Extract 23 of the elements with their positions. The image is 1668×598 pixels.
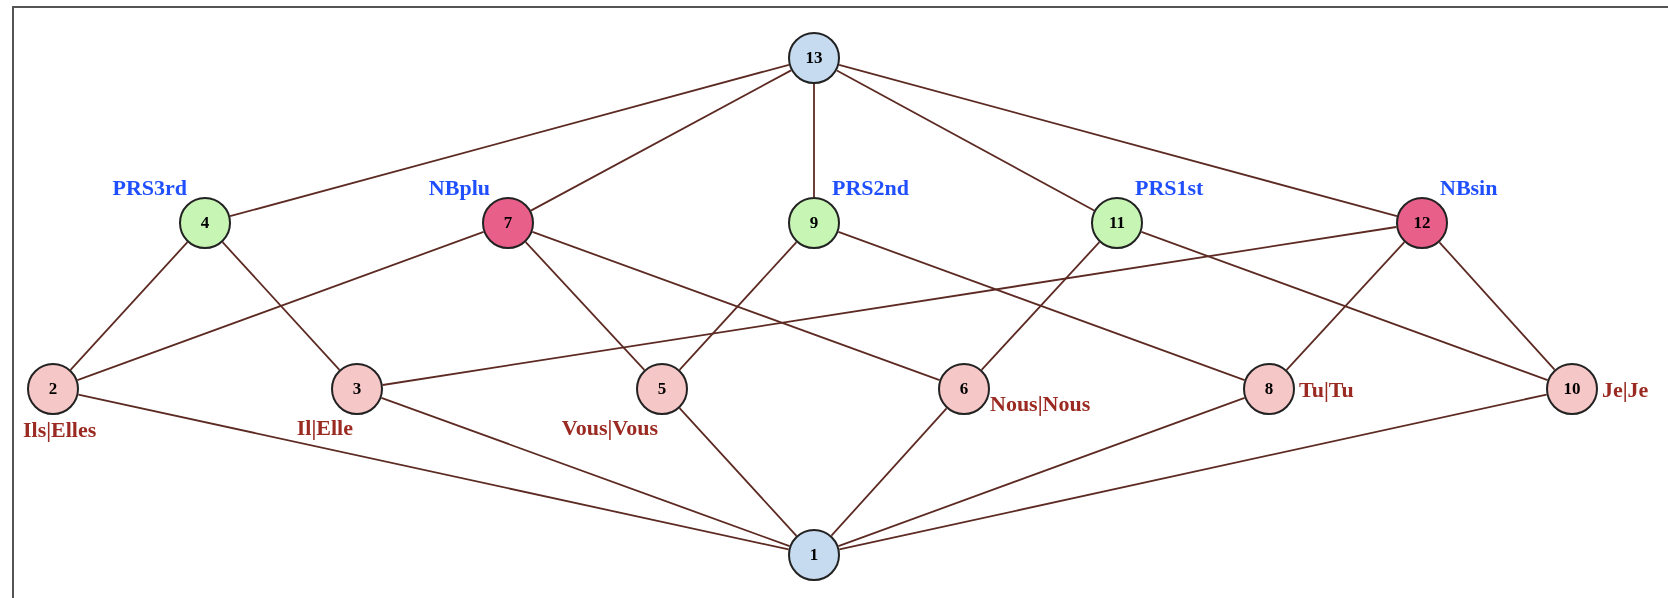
node-caption: Tu|Tu	[1299, 379, 1354, 401]
connector-line	[835, 69, 1096, 212]
connector-line	[69, 241, 189, 371]
node-caption: Vous|Vous	[561, 417, 658, 439]
node-caption: PRS2nd	[832, 177, 910, 199]
node-caption: Ils|Elles	[23, 419, 97, 441]
connector-line	[221, 241, 341, 371]
connector-line	[524, 241, 646, 371]
connector-line	[530, 69, 792, 212]
node-caption: PRS3rd	[112, 177, 187, 199]
connector-line	[1285, 241, 1406, 371]
connector-line	[980, 241, 1101, 371]
connector-line	[1438, 241, 1556, 371]
connector-line	[678, 407, 798, 537]
node-caption: NBplu	[428, 177, 490, 199]
node-caption: PRS1st	[1135, 177, 1204, 199]
connector-line	[813, 83, 815, 198]
connector-line	[830, 407, 948, 537]
node-caption: Je|Je	[1602, 379, 1649, 401]
node-caption: Il|Elle	[296, 417, 353, 439]
connector-line	[678, 241, 798, 371]
node-caption: Nous|Nous	[990, 393, 1091, 415]
node-caption: NBsin	[1440, 177, 1498, 199]
